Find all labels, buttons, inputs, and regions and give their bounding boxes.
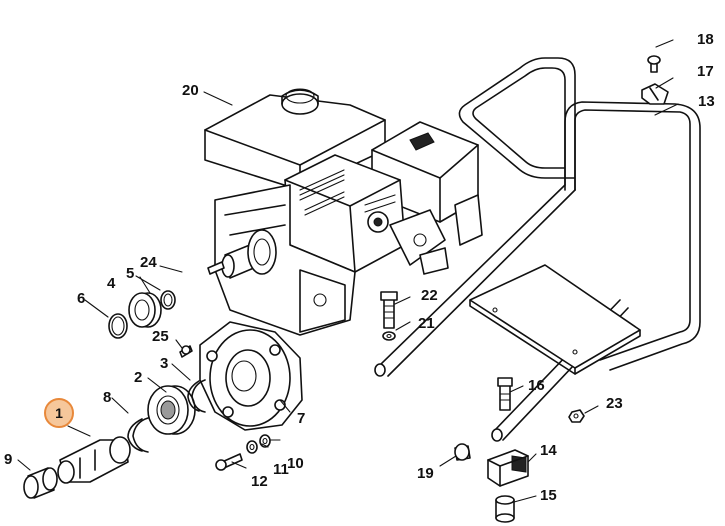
part-label-1[interactable]: 1 <box>44 398 74 428</box>
nut-23 <box>568 409 585 423</box>
part-label-18: 18 <box>697 31 714 48</box>
part-label-23: 23 <box>606 395 623 412</box>
part-label-20: 20 <box>182 82 199 99</box>
part-label-14: 14 <box>540 442 557 459</box>
circlip-3 <box>187 379 206 413</box>
foot-15 <box>495 495 515 523</box>
part-label-22: 22 <box>421 287 438 304</box>
part-label-19: 19 <box>417 465 434 482</box>
bearing-2 <box>147 385 196 435</box>
bolt-16 <box>497 377 513 411</box>
clamp-14 <box>487 449 529 487</box>
part-label-11: 11 <box>273 461 289 478</box>
shaft-1 <box>57 436 131 484</box>
pump-housing <box>199 321 303 431</box>
part-label-15: 15 <box>540 487 557 504</box>
ring-6 <box>108 313 128 339</box>
leader-lines <box>17 39 679 503</box>
screw-25 <box>179 345 193 358</box>
part-label-12: 12 <box>251 473 268 490</box>
part-label-2: 2 <box>134 369 143 386</box>
part-label-3: 3 <box>160 355 169 372</box>
foot-19 <box>454 443 471 461</box>
part-label-24: 24 <box>140 254 157 271</box>
bearing-4 <box>128 292 162 328</box>
pin-24 <box>207 261 225 275</box>
part-label-4: 4 <box>107 275 116 292</box>
engine <box>204 88 483 336</box>
frame <box>374 57 701 442</box>
circlip-8 <box>127 417 149 453</box>
part-label-5: 5 <box>126 265 135 282</box>
part-label-13: 13 <box>698 93 715 110</box>
part-label-10: 10 <box>287 455 304 472</box>
part-label-21: 21 <box>418 315 435 332</box>
bolt-12 <box>215 453 243 471</box>
part-label-9: 9 <box>4 451 13 468</box>
ring-5 <box>160 290 176 310</box>
part-label-8: 8 <box>103 389 112 406</box>
washer-21 <box>382 331 396 341</box>
part-label-16: 16 <box>528 377 545 394</box>
washer-11 <box>246 440 258 454</box>
clip-17 <box>641 83 669 105</box>
screw-18 <box>647 55 661 73</box>
part-label-7: 7 <box>297 410 306 427</box>
part-label-17: 17 <box>697 63 714 80</box>
sleeve-9 <box>23 467 58 499</box>
part-label-6: 6 <box>77 290 86 307</box>
part-label-25: 25 <box>152 328 169 345</box>
bolt-22 <box>380 291 398 329</box>
